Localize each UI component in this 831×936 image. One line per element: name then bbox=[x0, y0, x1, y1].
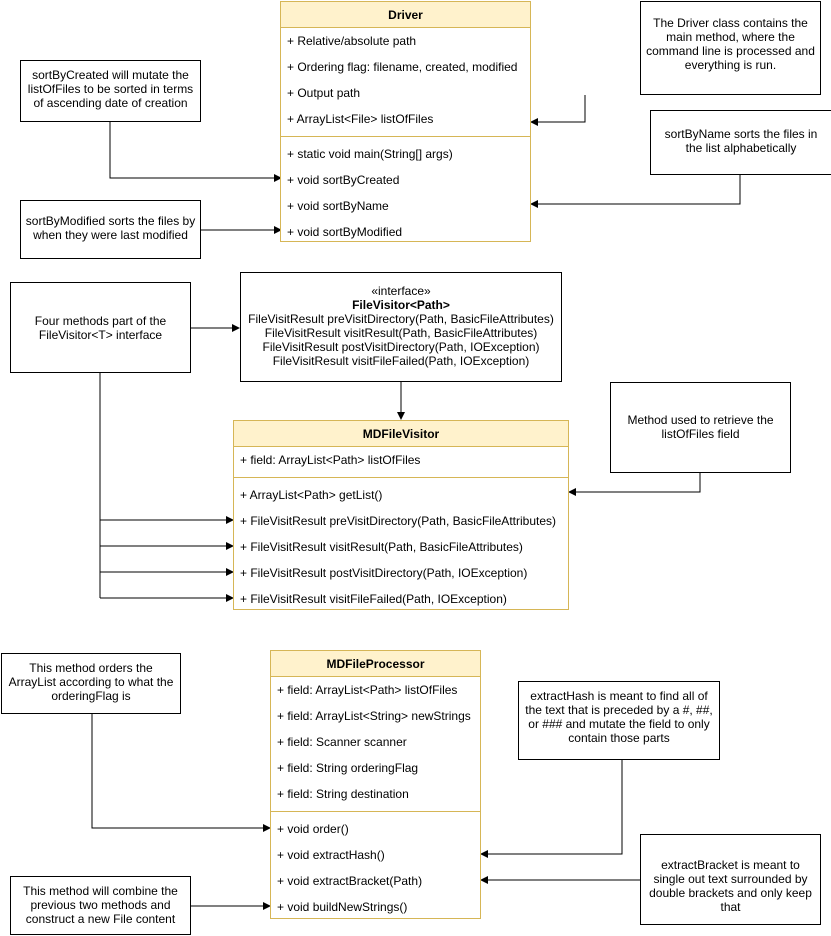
interface-method: FileVisitResult visitFileFailed(Path, IO… bbox=[272, 354, 530, 368]
arrow-get-list-note bbox=[568, 472, 701, 496]
processor-field: + field: ArrayList<Path> listOfFiles bbox=[277, 683, 458, 697]
driver-field: + Ordering flag: filename, created, modi… bbox=[287, 60, 518, 74]
interface-method: FileVisitResult preVisitDirectory(Path, … bbox=[248, 312, 554, 326]
note-sort-by-modified: sortByModified sorts the files by when t… bbox=[20, 200, 201, 259]
note-sort-by-name: sortByName sorts the files in the list a… bbox=[650, 110, 831, 175]
driver-method: + void sortByName bbox=[287, 199, 389, 213]
note-build-new-strings: This method will combine the previous tw… bbox=[10, 876, 191, 935]
visitor-method: + FileVisitResult preVisitDirectory(Path… bbox=[240, 514, 556, 528]
visitor-class-title: MDFileVisitor bbox=[234, 421, 568, 447]
driver-method: + void sortByCreated bbox=[287, 173, 400, 187]
processor-field: + field: ArrayList<String> newStrings bbox=[277, 709, 471, 723]
visitor-field: + field: ArrayList<Path> listOfFiles bbox=[240, 453, 421, 467]
visitor-method: + ArrayList<Path> getList() bbox=[240, 488, 383, 502]
driver-field: + Relative/absolute path bbox=[287, 34, 417, 48]
driver-class-title: Driver bbox=[281, 2, 530, 28]
arrow-order-note bbox=[91, 713, 271, 832]
driver-class: Driver + Relative/absolute path + Orderi… bbox=[280, 1, 531, 242]
processor-class-title: MDFileProcessor bbox=[271, 651, 480, 677]
note-extract-hash: extractHash is meant to find all of the … bbox=[518, 681, 720, 760]
note-get-list: Method used to retrieve the listOfFiles … bbox=[610, 382, 791, 473]
arrow-sort-by-created-note bbox=[109, 122, 282, 182]
interface-name: FileVisitor<Path> bbox=[352, 298, 450, 312]
driver-divider bbox=[281, 136, 530, 137]
interface-method: FileVisitResult postVisitDirectory(Path,… bbox=[262, 340, 540, 354]
processor-field: + field: Scanner scanner bbox=[277, 735, 407, 749]
driver-method: + static void main(String[] args) bbox=[287, 147, 453, 161]
md-file-processor-class: MDFileProcessor + field: ArrayList<Path>… bbox=[270, 650, 481, 919]
file-visitor-interface: «interface» FileVisitor<Path> FileVisitR… bbox=[240, 272, 562, 382]
arrow-driver-note bbox=[530, 95, 586, 126]
md-file-visitor-class: MDFileVisitor + field: ArrayList<Path> l… bbox=[233, 420, 569, 610]
arrow-extract-hash-note bbox=[480, 760, 623, 858]
processor-method: + void extractBracket(Path) bbox=[277, 874, 423, 888]
note-order: This method orders the ArrayList accordi… bbox=[1, 653, 181, 714]
processor-method: + void extractHash() bbox=[277, 848, 385, 862]
visitor-divider bbox=[234, 477, 568, 478]
processor-field: + field: String destination bbox=[277, 787, 409, 801]
note-extract-bracket: extractBracket is meant to single out te… bbox=[640, 834, 821, 925]
interface-method: FileVisitResult visitResult(Path, BasicF… bbox=[264, 326, 538, 340]
driver-method: + void sortByModified bbox=[287, 225, 403, 239]
note-driver-class: The Driver class contains the main metho… bbox=[640, 1, 821, 95]
processor-method: + void buildNewStrings() bbox=[277, 900, 408, 914]
visitor-method: + FileVisitResult visitFileFailed(Path, … bbox=[240, 592, 507, 606]
processor-field: + field: String orderingFlag bbox=[277, 761, 419, 775]
note-four-methods: Four methods part of the FileVisitor<T> … bbox=[10, 282, 191, 373]
visitor-method: + FileVisitResult postVisitDirectory(Pat… bbox=[240, 566, 528, 580]
processor-divider bbox=[271, 811, 480, 812]
driver-field: + ArrayList<File> listOfFiles bbox=[287, 112, 434, 126]
visitor-method: + FileVisitResult visitResult(Path, Basi… bbox=[240, 540, 523, 554]
processor-method: + void order() bbox=[277, 822, 349, 836]
interface-stereotype: «interface» bbox=[371, 284, 431, 298]
note-sort-by-created: sortByCreated will mutate the listOfFile… bbox=[20, 60, 201, 122]
arrow-sort-by-name-note bbox=[530, 175, 741, 208]
driver-field: + Output path bbox=[287, 86, 361, 100]
